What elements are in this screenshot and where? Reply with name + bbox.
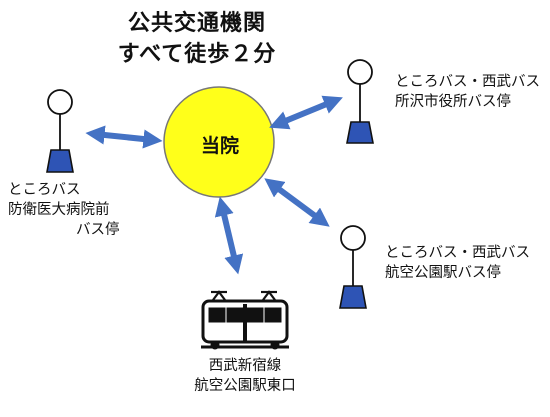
hospital-label: 当院: [200, 135, 239, 157]
diagram-title: 公共交通機関 すべて徒歩２分: [92, 8, 302, 70]
train-icon: [201, 290, 289, 350]
train-label-line-1: 西武新宿線: [208, 358, 282, 374]
title-line-2: すべて徒歩２分: [117, 42, 277, 67]
stop-label-top-right: ところバス・西武バス 所沢市役所バス停: [395, 72, 540, 112]
stop-label-left: ところバス 防衛医大病院前 バス停: [8, 180, 120, 240]
arrow-bottom-right-stop-icon: [264, 178, 330, 227]
stop-left-line-1: ところバス: [8, 182, 81, 198]
stop-bottom-right-line-2: 航空公園駅バス停: [385, 265, 501, 281]
stop-bottom-right-line-1: ところバス・西武バス: [385, 245, 530, 261]
bus-stop-icon-bottom-right: [339, 225, 367, 309]
arrow-left-stop-icon: [85, 125, 163, 149]
arrow-train-icon: [214, 196, 244, 275]
stop-left-line-2: 防衛医大病院前: [8, 202, 110, 218]
stop-label-bottom-right: ところバス・西武バス 航空公園駅バス停: [385, 243, 530, 283]
stop-top-right-line-1: ところバス・西武バス: [395, 74, 540, 90]
arrows: [85, 95, 343, 275]
title-line-1: 公共交通機関: [127, 11, 266, 36]
bus-stop-icon-top-right: [346, 59, 374, 144]
arrow-top-right-stop-icon: [269, 95, 343, 130]
train-label-line-2: 航空公園駅東口: [194, 378, 296, 394]
stop-top-right-line-2: 所沢市役所バス停: [395, 94, 511, 110]
bus-stop-icon-left: [46, 89, 74, 173]
stop-left-line-3: バス停: [76, 222, 120, 238]
train-station-label: 西武新宿線 航空公園駅東口: [185, 356, 305, 396]
